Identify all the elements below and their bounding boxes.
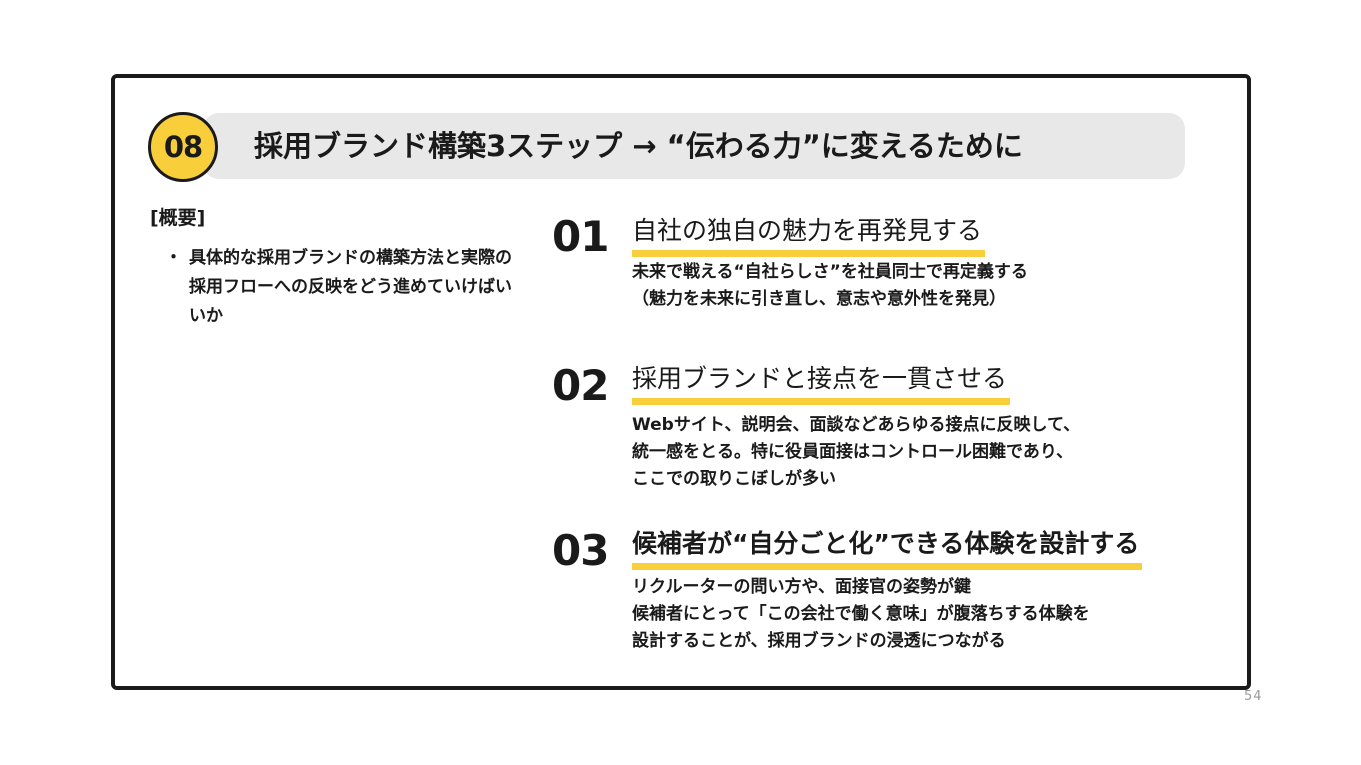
step-description: リクルーターの問い方や、面接官の姿勢が鍵 候補者にとって「この会社で働く意味」が… xyxy=(632,574,1090,655)
step-heading: 自社の独自の魅力を再発見する xyxy=(632,214,986,257)
summary-text: 具体的な採用ブランドの構築方法と実際の採用フローへの反映をどう進めていけばいいか xyxy=(189,248,512,326)
step-description-line: （魅力を未来に引き直し、意志や意外性を発見） xyxy=(632,289,1006,309)
step-number: 02 xyxy=(552,361,609,410)
step-description: 未来で戦える“自社らしさ”を社員同士で再定義する （魅力を未来に引き直し、意志や… xyxy=(632,259,1028,313)
step-description-line: 設計することが、採用ブランドの浸透につながる xyxy=(632,631,1006,651)
step-description-line: リクルーターの問い方や、面接官の姿勢が鍵 xyxy=(632,577,971,597)
step-heading: 候補者が“自分ごと化”できる体験を設計する xyxy=(632,527,1143,570)
summary-item: ・ 具体的な採用ブランドの構築方法と実際の採用フローへの反映をどう進めていけばい… xyxy=(165,244,515,331)
step-description: Webサイト、説明会、面談などあらゆる接点に反映して、 統一感をとる。特に役員面… xyxy=(632,412,1080,493)
summary-list: ・ 具体的な採用ブランドの構築方法と実際の採用フローへの反映をどう進めていけばい… xyxy=(165,244,515,331)
bullet-icon: ・ xyxy=(165,248,182,268)
step-heading: 採用ブランドと接点を一貫させる xyxy=(632,362,1011,405)
slide-title: 採用ブランド構築3ステップ → “伝わる力”に変えるために xyxy=(254,129,1023,163)
title-bar xyxy=(203,113,1185,179)
step-description-line: 候補者にとって「この会社で働く意味」が腹落ちする体験を xyxy=(632,604,1090,624)
step-description-line: ここでの取りこぼしが多い xyxy=(632,469,836,489)
step-number: 01 xyxy=(552,212,609,261)
step-description-line: Webサイト、説明会、面談などあらゆる接点に反映して、 xyxy=(632,415,1081,435)
page-number: 54 xyxy=(1244,689,1263,704)
step-number: 03 xyxy=(552,526,609,575)
slide-number-badge: 08 xyxy=(148,112,218,182)
step-description-line: 統一感をとる。特に役員面接はコントロール困難であり、 xyxy=(632,442,1074,462)
step-description-line: 未来で戦える“自社らしさ”を社員同士で再定義する xyxy=(632,262,1028,282)
summary-heading: [概要] xyxy=(150,207,206,229)
